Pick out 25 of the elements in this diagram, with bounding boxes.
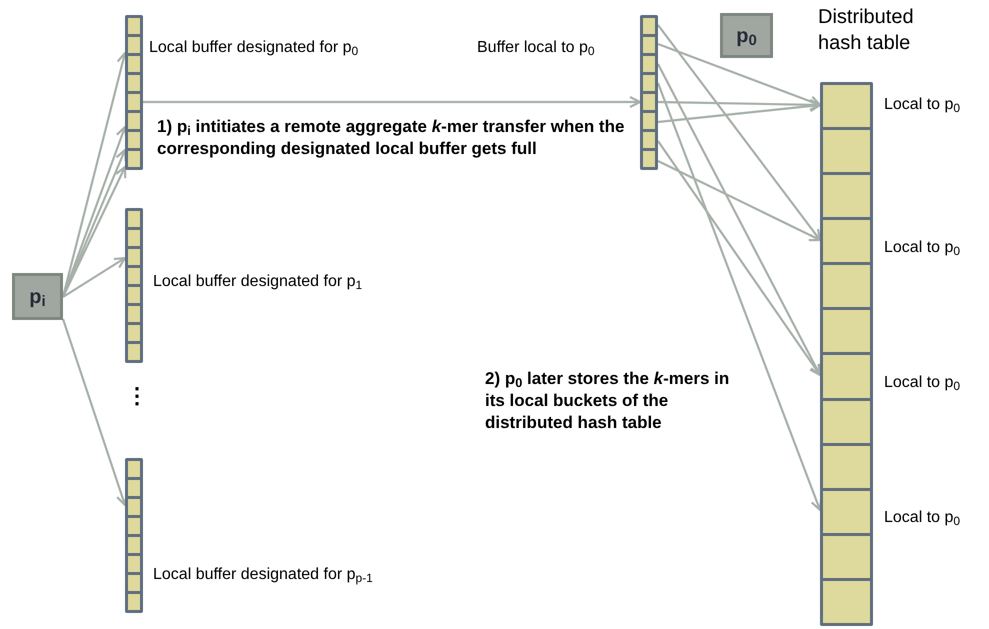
buffer-array [125, 458, 143, 613]
buffer-caption: Local buffer designated for p$_{1}$ [153, 272, 362, 292]
buffer-caption: Local buffer designated for p$_{p-1}$ [153, 565, 373, 585]
arrow [656, 82, 822, 512]
arrow [658, 100, 822, 124]
buffer-caption: Local buffer designated for p$_{0}$ [149, 38, 358, 58]
process-label: p$_{i}$ [29, 284, 46, 312]
arrow [657, 140, 822, 376]
table-heading: Distributed hash table [818, 5, 915, 56]
process-box [720, 13, 773, 58]
buffer-array [125, 208, 143, 363]
buffer-array [640, 15, 658, 170]
buffer-caption: Local to p$_{0}$ [884, 373, 960, 393]
step-note: 2) p$_{0}$ later stores the k-mers in its local buckets of the distributed hash table [485, 368, 730, 434]
process-box [12, 273, 63, 320]
buffer-array [125, 15, 143, 170]
arrow [658, 160, 822, 242]
buffer-caption: Buffer local to p$_{0}$ [477, 38, 595, 58]
buffer-caption: Local to p$_{0}$ [884, 95, 960, 115]
process-label: p$_{0}$ [736, 24, 757, 50]
ellipsis: ⋮ [126, 385, 146, 407]
buffer-caption: Local to p$_{0}$ [884, 238, 960, 258]
arrow [62, 256, 126, 298]
buffer-caption: Local to p$_{0}$ [884, 508, 960, 528]
arrow [143, 96, 642, 108]
